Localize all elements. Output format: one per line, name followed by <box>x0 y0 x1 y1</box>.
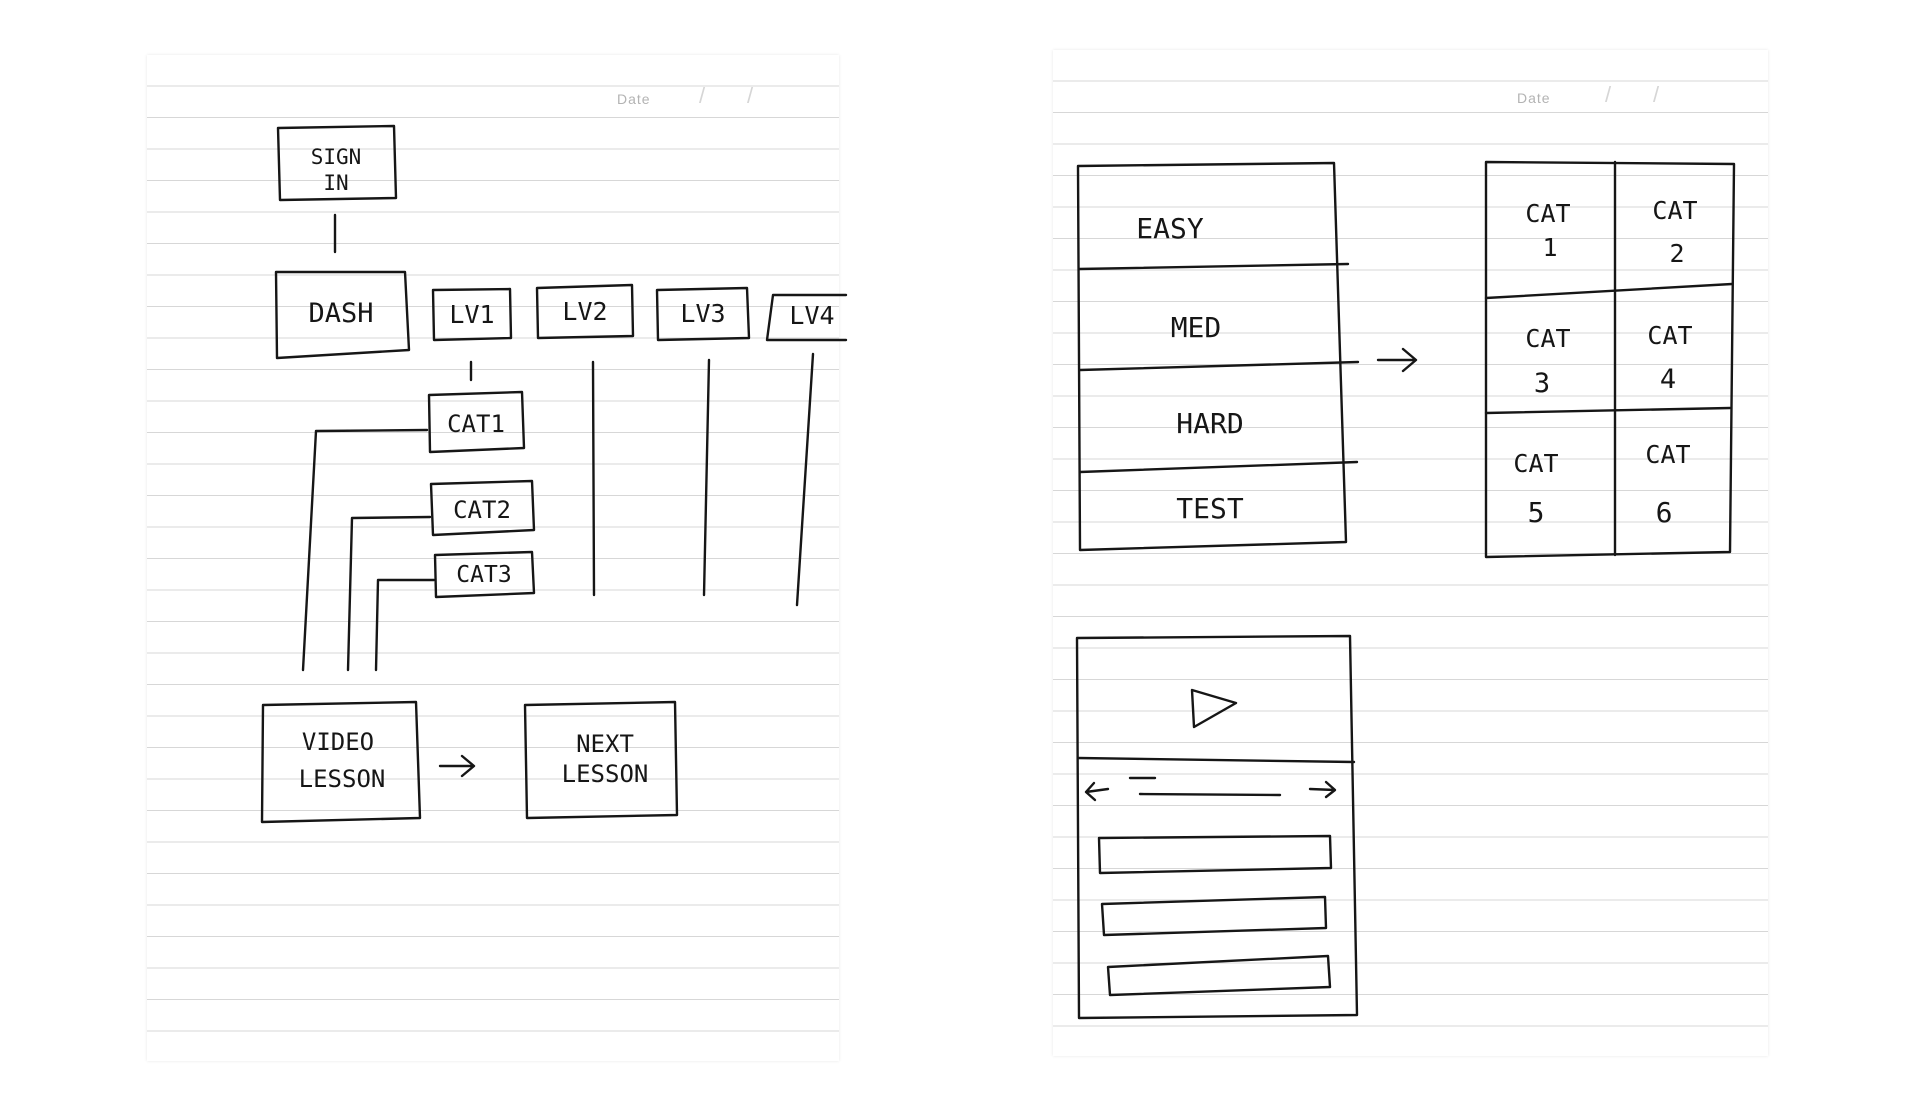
menu-item-hard: HARD <box>1176 407 1243 440</box>
video-player-wireframe <box>1075 634 1359 1020</box>
next-lesson-label-line1: NEXT <box>576 730 634 758</box>
cat2-label: CAT2 <box>453 496 511 524</box>
lv4-branch-line <box>795 352 815 607</box>
date-slash: / <box>1653 82 1660 107</box>
date-slash: / <box>1605 82 1612 107</box>
lv4-node <box>765 293 848 342</box>
arrow-right-icon <box>1376 347 1418 373</box>
menu-item-test: TEST <box>1176 492 1244 525</box>
dash-label: DASH <box>308 298 373 329</box>
difficulty-menu-wireframe <box>1076 161 1360 552</box>
ruled-lines <box>147 55 839 1061</box>
video-lesson-label-line2: LESSON <box>299 765 386 793</box>
lv3-branch-line <box>702 358 711 597</box>
cat1-node <box>427 390 526 454</box>
arrow-right-icon <box>438 754 476 778</box>
cat3-node <box>433 550 536 599</box>
arrow-right-icon <box>1308 780 1337 799</box>
date-slash: / <box>699 83 706 108</box>
video-lesson-label-line1: VIDEO <box>302 728 374 756</box>
lv2-node <box>535 283 635 340</box>
grid-cell-3-label: CAT <box>1525 324 1570 353</box>
lv1-label: LV1 <box>449 300 494 329</box>
menu-item-med: MED <box>1171 311 1222 344</box>
cat3-label: CAT3 <box>456 562 511 588</box>
list-item-bar <box>1106 954 1332 997</box>
grid-cell-3-number: 3 <box>1534 368 1550 399</box>
grid-cell-4-label: CAT <box>1647 321 1692 350</box>
cat1-to-video-line <box>301 428 429 672</box>
grid-cell-5-number: 5 <box>1528 496 1545 529</box>
sign-in-label-line1: SIGN <box>311 145 362 169</box>
progress-slider <box>1084 776 1337 802</box>
dash-node <box>274 270 411 360</box>
arrow-left-icon <box>1084 781 1110 802</box>
grid-cell-6-number: 6 <box>1656 496 1673 529</box>
grid-cell-6-label: CAT <box>1645 440 1690 469</box>
video-lesson-node <box>260 700 422 824</box>
next-lesson-node <box>523 700 679 820</box>
next-lesson-label-line2: LESSON <box>562 760 649 788</box>
date-label: Date <box>1517 90 1551 106</box>
grid-cell-5-label: CAT <box>1513 449 1558 478</box>
list-item-bar <box>1097 834 1333 875</box>
lv3-label: LV3 <box>680 299 725 328</box>
list-item-bar <box>1100 895 1328 937</box>
cat3-to-video-line <box>374 578 436 672</box>
cat2-node <box>429 479 536 537</box>
sign-in-label-line2: IN <box>323 171 348 195</box>
notebook-page-left: Date / / <box>147 55 839 1061</box>
date-label: Date <box>617 91 651 107</box>
grid-cell-4-number: 4 <box>1660 364 1676 395</box>
grid-cell-1-label: CAT <box>1525 199 1570 228</box>
play-icon <box>1190 688 1238 729</box>
lv3-node <box>655 286 751 342</box>
category-grid-wireframe <box>1484 160 1736 559</box>
menu-item-easy: EASY <box>1136 212 1204 245</box>
grid-cell-1-number: 1 <box>1542 233 1557 262</box>
cat1-label: CAT1 <box>447 410 505 438</box>
grid-cell-2-number: 2 <box>1669 239 1684 268</box>
lv1-node <box>431 287 513 342</box>
lv4-label: LV4 <box>789 301 834 330</box>
date-slash: / <box>747 83 754 108</box>
lv2-label: LV2 <box>562 297 607 326</box>
grid-cell-2-label: CAT <box>1652 196 1697 225</box>
lv2-branch-line <box>591 360 596 597</box>
cat2-to-video-line <box>346 515 432 672</box>
sign-in-node <box>276 124 398 202</box>
